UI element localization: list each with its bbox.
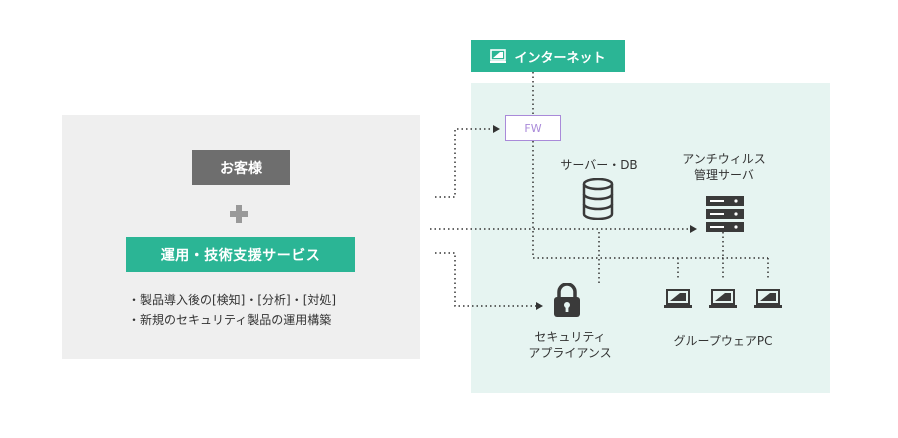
laptop-icon bbox=[754, 289, 782, 308]
security-appliance-label: セキュリティ アプライアンス bbox=[520, 329, 620, 361]
internet-label: インターネット bbox=[471, 40, 625, 72]
arrow-to-fw bbox=[493, 125, 500, 133]
database-icon bbox=[582, 178, 614, 220]
arrow-to-security bbox=[536, 302, 543, 310]
internet-text: インターネット bbox=[514, 50, 606, 66]
security-label-line1: セキュリティ bbox=[534, 330, 606, 344]
security-label-line2: アプライアンス bbox=[528, 346, 612, 360]
line-customer-security bbox=[435, 252, 536, 307]
server-db-label: サーバー・DB bbox=[560, 158, 638, 172]
bullet-new-security-ops: ・新規のセキュリティ製品の運用構築 bbox=[128, 313, 332, 327]
bullet-detect-analyze-respond: ・製品導入後の[検知]・[分析]・[対処] bbox=[128, 293, 337, 307]
line-customer-fw bbox=[435, 128, 493, 198]
laptop-icon bbox=[709, 289, 737, 308]
antivirus-label-line1: アンチウィルス bbox=[682, 152, 766, 166]
monitor-icon bbox=[490, 49, 507, 63]
plus-icon bbox=[230, 205, 248, 223]
service-label: 運用・技術支援サービス bbox=[126, 237, 355, 272]
server-rack-icon bbox=[706, 196, 744, 232]
customer-label: お客様 bbox=[192, 150, 290, 185]
lock-icon bbox=[554, 283, 580, 317]
firewall-box: FW bbox=[505, 115, 561, 141]
arrow-to-antivirus bbox=[690, 225, 697, 233]
laptop-icon bbox=[664, 289, 692, 308]
antivirus-label-line2: 管理サーバ bbox=[694, 168, 754, 182]
antivirus-label: アンチウィルス 管理サーバ bbox=[672, 151, 776, 183]
groupware-pc-label: グループウェアPC bbox=[673, 334, 773, 348]
